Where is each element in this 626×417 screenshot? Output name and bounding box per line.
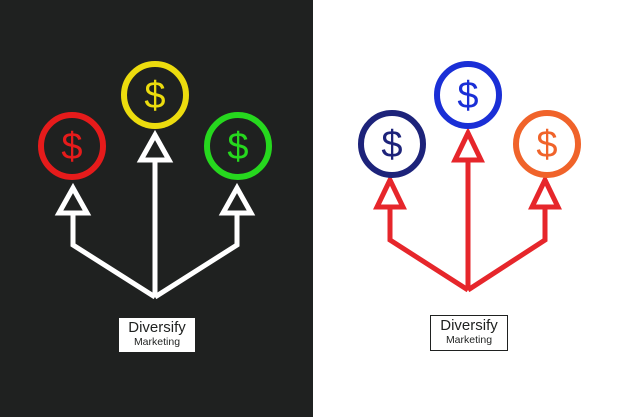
svg-text:$: $ (457, 75, 478, 117)
arrow-shaft-left (387, 207, 470, 293)
dollar-coin-icon (38, 112, 106, 180)
label-subtitle: Marketing (133, 336, 181, 348)
svg-text:$: $ (144, 75, 165, 117)
diversify-arrows-diagram: $ $ $ (38, 61, 272, 300)
svg-text:$: $ (227, 126, 248, 168)
branching-arrows (373, 127, 562, 293)
arrow-shaft-right (466, 207, 548, 293)
coin-right: $ (513, 110, 581, 178)
svg-text:$: $ (536, 124, 557, 166)
dark-panel: $ $ $ Diversify Marketing (0, 0, 313, 417)
arrowhead-right (528, 174, 562, 210)
label-title: Diversify (128, 319, 186, 336)
arrowhead-center (136, 129, 174, 163)
branching-arrows (54, 129, 256, 300)
coin-right: $ (204, 112, 272, 180)
coin-left: $ (358, 110, 426, 178)
arrowhead-left (373, 174, 407, 210)
label-subtitle: Marketing (445, 334, 493, 346)
arrow-shaft-right (153, 213, 240, 300)
dollar-coin-icon (513, 110, 581, 178)
arrow-shaft-left (70, 213, 157, 300)
svg-text:$: $ (61, 126, 82, 168)
arrowhead-center (451, 127, 485, 163)
dollar-coin-icon (204, 112, 272, 180)
coin-center: $ (121, 61, 189, 129)
dollar-coin-icon (121, 61, 189, 129)
label-box: Diversify Marketing (118, 317, 196, 353)
label-title: Diversify (440, 317, 498, 334)
diversify-arrows-diagram: $ $ $ (358, 61, 581, 293)
label-box: Diversify Marketing (430, 315, 508, 351)
coin-left: $ (38, 112, 106, 180)
svg-text:$: $ (381, 124, 402, 166)
light-panel: $ $ $ Diversify Marketing (313, 0, 626, 417)
arrowhead-right (218, 182, 256, 216)
arrowhead-left (54, 182, 92, 216)
dollar-coin-icon (358, 110, 426, 178)
dollar-coin-icon (434, 61, 502, 129)
coin-center: $ (434, 61, 502, 129)
